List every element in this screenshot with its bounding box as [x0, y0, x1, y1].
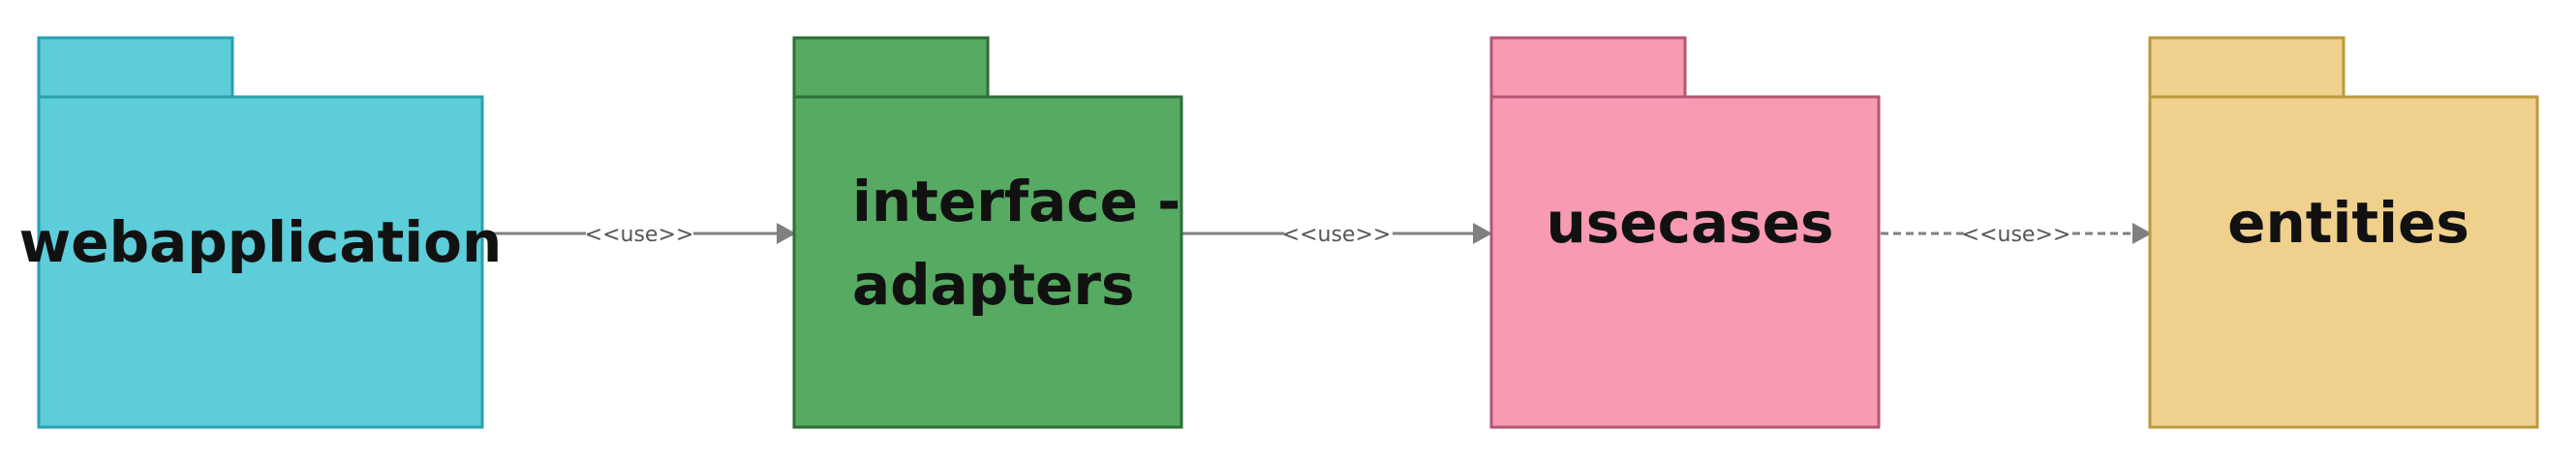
package-label: webapplication [19, 209, 503, 275]
package-body [2148, 95, 2539, 429]
connector-interface-adapters-to-usecases: <<use>> [1182, 223, 1492, 247]
package-label: entities [2227, 190, 2469, 256]
connector-usecases-to-entities: <<use>> [1881, 223, 2152, 247]
package-usecases[interactable]: usecases [1489, 36, 1881, 429]
package-label: usecases [1546, 190, 1833, 256]
connector-label: <<use>> [1962, 223, 2071, 247]
package-tab [792, 36, 990, 99]
arrowhead-icon [1473, 223, 1492, 244]
package-body [792, 95, 1183, 429]
package-tab [1489, 36, 1687, 99]
package-label-line-1: interface - [852, 169, 1181, 234]
arrowhead-icon [2132, 223, 2152, 244]
package-body [37, 95, 484, 429]
connector-label: <<use>> [1282, 223, 1392, 247]
package-body [1489, 95, 1881, 429]
connector-label: <<use>> [585, 223, 694, 247]
package-tab [2148, 36, 2346, 99]
arrowhead-icon [777, 223, 796, 244]
package-interface-adapters[interactable]: interface - adapters [792, 36, 1183, 429]
package-webapplication[interactable]: webapplication [19, 36, 503, 429]
connector-webapplication-to-interface-adapters: <<use>> [484, 223, 796, 247]
package-tab [37, 36, 234, 99]
package-entities[interactable]: entities [2148, 36, 2539, 429]
package-label-line-2: adapters [852, 252, 1135, 318]
